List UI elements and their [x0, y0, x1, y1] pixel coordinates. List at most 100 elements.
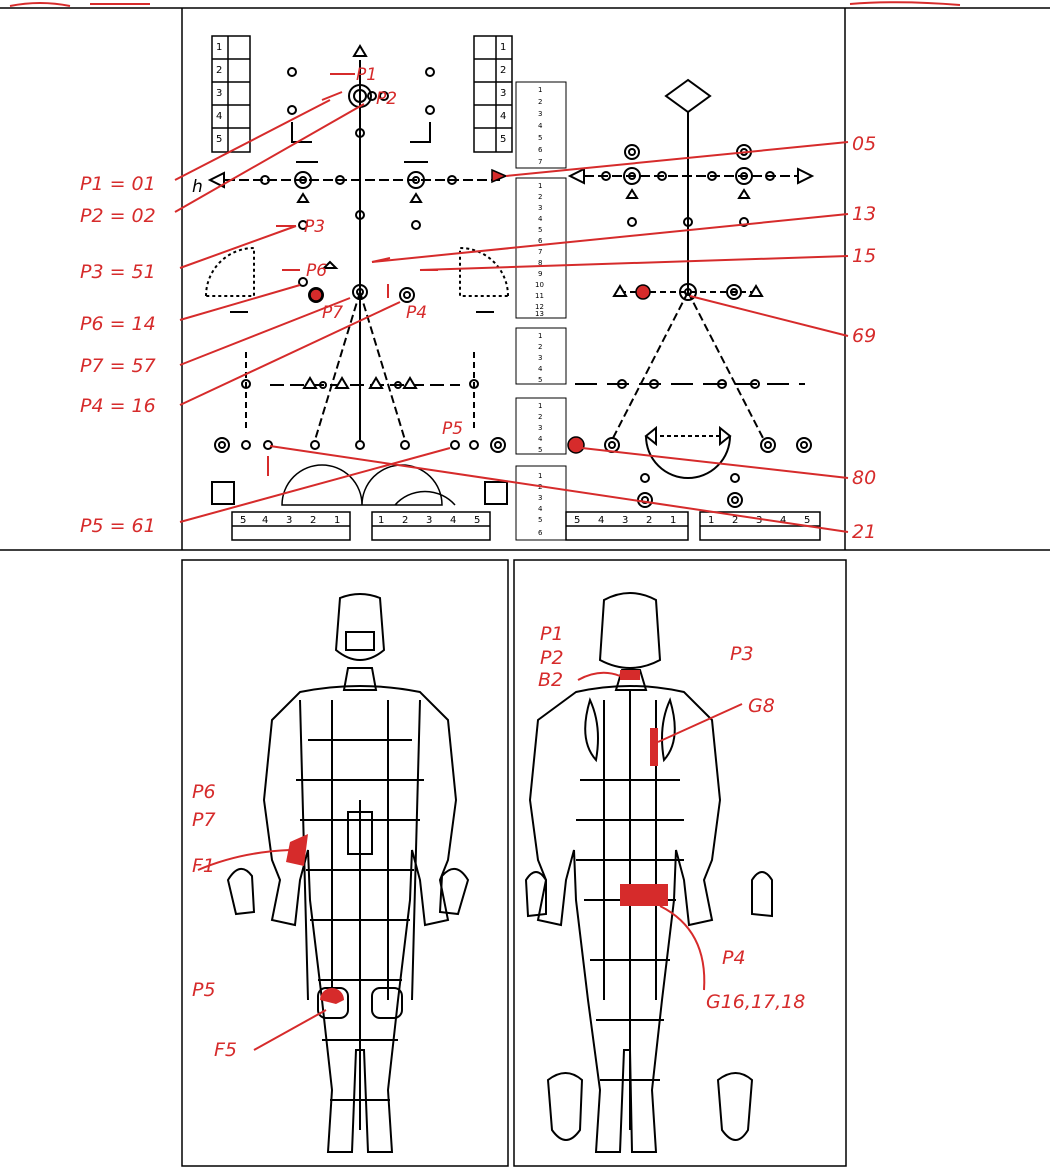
- svg-text:P2 = 02: P2 = 02: [80, 205, 156, 227]
- svg-text:11: 11: [535, 292, 544, 300]
- svg-text:4: 4: [598, 515, 604, 526]
- svg-text:P6: P6: [306, 261, 327, 281]
- svg-text:2: 2: [646, 515, 652, 526]
- svg-text:P1 = 01: P1 = 01: [80, 173, 156, 195]
- svg-text:2: 2: [732, 515, 738, 526]
- svg-text:4: 4: [538, 215, 543, 223]
- back-body-highlights: [620, 670, 668, 906]
- svg-text:4: 4: [780, 515, 786, 526]
- svg-text:P2: P2: [540, 647, 564, 669]
- svg-text:P4: P4: [406, 303, 427, 323]
- svg-text:7: 7: [538, 248, 542, 256]
- svg-text:P7: P7: [192, 809, 216, 831]
- svg-text:P5: P5: [442, 419, 463, 439]
- svg-text:F1: F1: [192, 855, 215, 877]
- svg-text:P4: P4: [722, 947, 746, 969]
- svg-text:2: 2: [216, 65, 222, 76]
- annotation-right-list: 05 13 15 69 80 21: [852, 133, 876, 543]
- svg-text:1: 1: [538, 182, 542, 190]
- svg-text:5: 5: [804, 515, 810, 526]
- svg-text:4: 4: [538, 122, 543, 130]
- svg-text:3: 3: [538, 354, 542, 362]
- svg-text:5: 5: [538, 226, 542, 234]
- header-scribble: [10, 2, 960, 6]
- svg-text:3: 3: [286, 515, 292, 526]
- svg-text:h: h: [192, 177, 203, 197]
- svg-text:05: 05: [852, 133, 876, 155]
- svg-text:2: 2: [402, 515, 408, 526]
- svg-text:1: 1: [538, 86, 542, 94]
- svg-text:P6: P6: [192, 781, 216, 803]
- svg-text:5: 5: [538, 446, 542, 454]
- svg-text:B2: B2: [538, 669, 563, 691]
- svg-text:F5: F5: [214, 1039, 237, 1061]
- svg-text:1: 1: [538, 472, 542, 480]
- back-body-labels: P1 P2 P3 B2 G8 P4 G16,17,18: [538, 623, 805, 1013]
- svg-text:13: 13: [852, 203, 876, 225]
- svg-text:3: 3: [426, 515, 432, 526]
- svg-text:9: 9: [538, 270, 542, 278]
- svg-text:15: 15: [852, 245, 876, 267]
- svg-text:P3 = 51: P3 = 51: [80, 261, 156, 283]
- svg-text:1: 1: [538, 332, 542, 340]
- svg-text:5: 5: [500, 134, 506, 145]
- svg-text:P2: P2: [376, 89, 397, 109]
- svg-text:P1: P1: [540, 623, 564, 645]
- svg-text:1: 1: [500, 42, 506, 53]
- svg-text:5: 5: [474, 515, 480, 526]
- svg-text:P7 = 57: P7 = 57: [80, 355, 156, 377]
- svg-text:6: 6: [538, 529, 543, 537]
- svg-text:P1: P1: [356, 65, 377, 85]
- svg-text:2: 2: [500, 65, 506, 76]
- svg-text:2: 2: [538, 98, 542, 106]
- svg-text:5: 5: [574, 515, 580, 526]
- svg-text:5: 5: [538, 516, 542, 524]
- svg-text:P3: P3: [304, 217, 325, 237]
- svg-text:3: 3: [756, 515, 762, 526]
- svg-text:5: 5: [538, 134, 542, 142]
- svg-text:1: 1: [216, 42, 222, 53]
- svg-text:5: 5: [216, 134, 222, 145]
- svg-text:1: 1: [378, 515, 384, 526]
- svg-text:4: 4: [538, 505, 543, 513]
- svg-text:P6 = 14: P6 = 14: [80, 313, 156, 335]
- svg-text:P7: P7: [322, 303, 343, 323]
- annotation-left-list: P1 = 01 P2 = 02 P3 = 51 P6 = 14 P7 = 57 …: [80, 173, 156, 537]
- back-body-annotation-lines: [578, 673, 742, 990]
- svg-text:4: 4: [450, 515, 456, 526]
- svg-text:2: 2: [538, 413, 542, 421]
- svg-text:2: 2: [538, 193, 542, 201]
- front-body-figure: [228, 594, 468, 1152]
- svg-text:G16,17,18: G16,17,18: [706, 991, 805, 1013]
- svg-text:P5 = 61: P5 = 61: [80, 515, 156, 537]
- svg-text:6: 6: [538, 237, 543, 245]
- svg-text:13: 13: [535, 310, 544, 318]
- svg-text:10: 10: [535, 281, 544, 289]
- svg-text:7: 7: [538, 158, 542, 166]
- svg-text:5: 5: [538, 376, 542, 384]
- svg-text:G8: G8: [748, 695, 775, 717]
- svg-text:4: 4: [538, 365, 543, 373]
- svg-text:80: 80: [852, 467, 876, 489]
- svg-text:P3: P3: [730, 643, 754, 665]
- svg-text:5: 5: [240, 515, 246, 526]
- front-body-labels: P6 P7 F1 P5 F5: [192, 781, 237, 1061]
- svg-text:1: 1: [670, 515, 676, 526]
- svg-text:6: 6: [538, 146, 543, 154]
- svg-text:1: 1: [708, 515, 714, 526]
- svg-text:P4 = 16: P4 = 16: [80, 395, 156, 417]
- svg-text:69: 69: [852, 325, 876, 347]
- svg-text:3: 3: [216, 88, 222, 99]
- svg-text:2: 2: [310, 515, 316, 526]
- svg-text:1: 1: [538, 402, 542, 410]
- svg-text:21: 21: [852, 521, 876, 543]
- svg-text:3: 3: [538, 424, 542, 432]
- svg-text:2: 2: [538, 343, 542, 351]
- svg-text:4: 4: [500, 111, 506, 122]
- svg-text:3: 3: [538, 494, 542, 502]
- svg-text:3: 3: [500, 88, 506, 99]
- svg-text:3: 3: [538, 204, 542, 212]
- svg-text:3: 3: [622, 515, 628, 526]
- svg-text:1: 1: [334, 515, 340, 526]
